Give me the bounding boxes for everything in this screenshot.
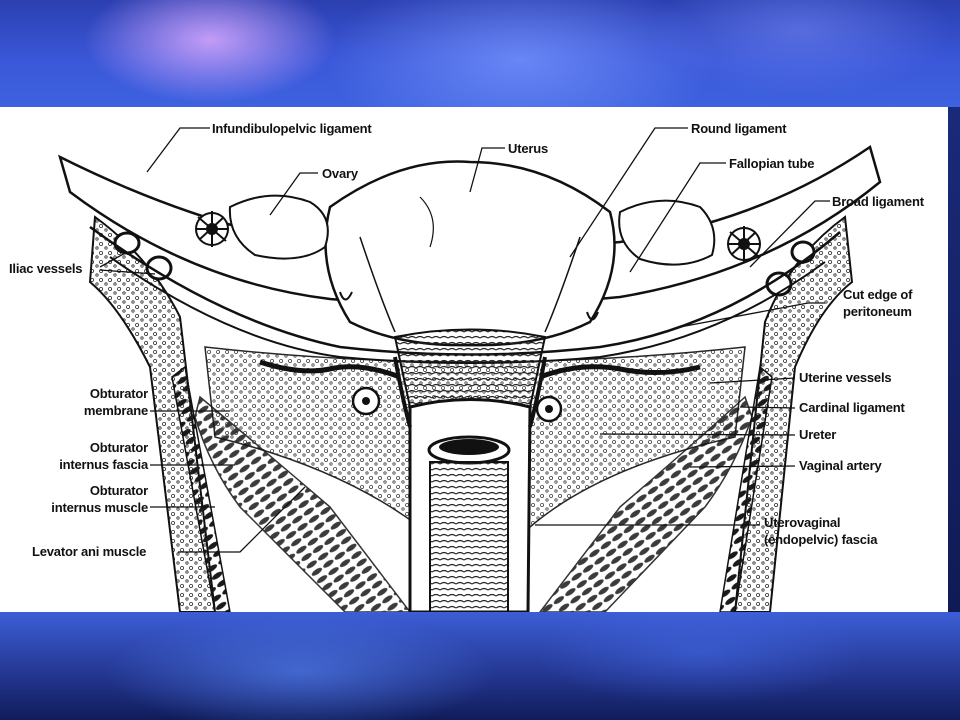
background-top — [0, 0, 960, 107]
label-obturator-membrane-1: Obturator — [89, 386, 148, 401]
label-uterus: Uterus — [508, 141, 548, 156]
label-obturator-internus-fascia-1: Obturator — [89, 440, 148, 455]
pelvic-anatomy-drawing — [58, 127, 882, 612]
label-uterine-vessels: Uterine vessels — [799, 370, 892, 385]
label-ovary: Ovary — [322, 166, 358, 181]
label-uterovaginal-fascia-2: (endopelvic) fascia — [764, 532, 878, 547]
label-ureter: Ureter — [799, 427, 837, 442]
anatomy-illustration: Infundibulopelvic ligament Ovary Uterus … — [0, 107, 948, 612]
label-cardinal-ligament: Cardinal ligament — [799, 400, 905, 415]
ureter-right — [535, 395, 563, 423]
leader-lines — [99, 127, 830, 553]
cervix — [393, 328, 547, 409]
label-broad-ligament: Broad ligament — [832, 194, 924, 209]
label-round-ligament: Round ligament — [691, 121, 787, 136]
label-obturator-internus-muscle-2: internus muscle — [51, 500, 148, 515]
label-obturator-internus-muscle-1: Obturator — [89, 483, 148, 498]
label-obturator-membrane-2: membrane — [83, 403, 148, 418]
label-cut-edge-peritoneum-1: Cut edge of — [843, 287, 913, 302]
ovary-left — [228, 194, 329, 260]
uterine-vessels-left — [259, 359, 401, 380]
background-bottom — [0, 612, 960, 720]
label-fallopian-tube: Fallopian tube — [729, 156, 815, 171]
ovary-right — [618, 199, 716, 266]
label-iliac-vessels: Iliac vessels — [9, 261, 83, 276]
uterus — [324, 160, 616, 347]
uterine-vessels-right — [539, 364, 701, 380]
label-infundibulopelvic-ligament: Infundibulopelvic ligament — [212, 121, 372, 136]
label-obturator-internus-fascia-2: internus fascia — [59, 457, 148, 472]
fimbria-left — [195, 211, 229, 247]
background-right — [948, 107, 960, 612]
ureter-left — [351, 386, 381, 416]
label-cut-edge-peritoneum-2: peritoneum — [843, 304, 912, 319]
label-uterovaginal-fascia-1: Uterovaginal — [764, 515, 841, 530]
label-levator-ani-muscle: Levator ani muscle — [32, 544, 147, 559]
label-vaginal-artery: Vaginal artery — [799, 458, 882, 473]
fimbria-right — [727, 226, 761, 262]
